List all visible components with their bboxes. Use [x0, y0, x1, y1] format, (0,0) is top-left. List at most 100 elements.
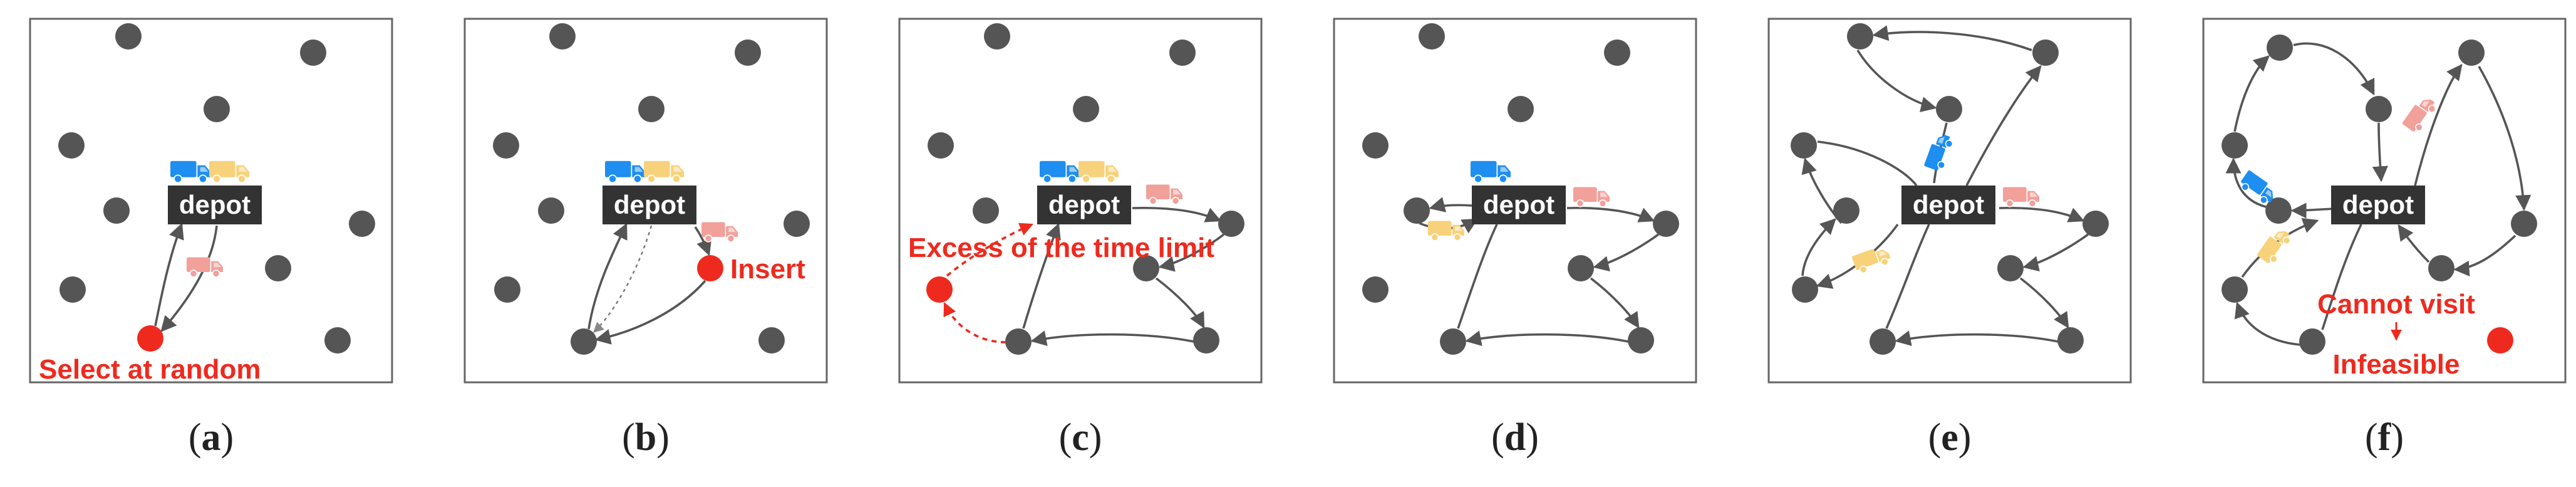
customer-node — [638, 96, 665, 122]
panel-caption: (c) — [1059, 416, 1102, 459]
depot-label-box — [1037, 186, 1131, 224]
route-edge — [1566, 206, 1655, 223]
route-edge — [1457, 224, 1498, 329]
customer-node — [538, 197, 564, 224]
panel-d: depot (d) — [1333, 18, 1697, 459]
depot-label-box — [1901, 186, 1995, 224]
depot: depot — [1037, 186, 1131, 224]
route-edge — [1817, 140, 1918, 187]
customer-nodes — [1791, 23, 2109, 355]
inserted-customer-node — [697, 255, 723, 281]
route-edge — [1465, 330, 1629, 347]
customer-node — [758, 327, 785, 353]
caption-letter: a — [202, 416, 221, 459]
customer-node — [1440, 328, 1466, 355]
panel-c: depot Excess of the time limit (c) — [898, 18, 1263, 459]
route-edge — [1590, 277, 1640, 329]
routes — [587, 223, 712, 345]
route-edge — [2019, 277, 2069, 329]
customer-node — [1653, 211, 1679, 237]
customer-node — [493, 132, 519, 159]
route-edge — [2372, 122, 2388, 182]
panel-e: depot (e) — [1767, 18, 2132, 459]
depot-label: depot — [1048, 190, 1120, 219]
customer-node — [2032, 39, 2059, 66]
depot-label: depot — [179, 190, 251, 219]
route-edge — [2321, 224, 2362, 330]
customer-node — [265, 255, 291, 281]
customer-node — [1604, 39, 1630, 66]
routes — [943, 206, 1225, 347]
customer-node — [1193, 327, 1219, 353]
customer-node — [1169, 39, 1196, 66]
depot-label: depot — [614, 190, 685, 219]
customer-node — [115, 23, 142, 50]
depot-label: depot — [2342, 190, 2414, 219]
depot: depot — [603, 186, 696, 224]
route-edge — [1158, 233, 1225, 272]
route-edge — [1155, 277, 1205, 329]
depot-label: depot — [1913, 190, 1984, 219]
infeasible-customer-node — [926, 276, 953, 303]
panel-caption: (a) — [189, 416, 234, 459]
route-edge — [1801, 218, 1836, 276]
customer-node — [494, 276, 520, 303]
panel-caption: (e) — [1928, 416, 1972, 459]
customer-node — [1628, 327, 1654, 353]
caption-letter: f — [2378, 416, 2392, 459]
customer-nodes — [2222, 34, 2537, 355]
customer-node — [1073, 96, 1099, 122]
customer-node — [2428, 255, 2454, 281]
route-edge — [2225, 157, 2267, 208]
customer-node — [59, 276, 86, 303]
depot: depot — [1901, 186, 1995, 224]
customer-node — [2265, 197, 2292, 224]
depot-label-box — [168, 186, 262, 224]
route-edge — [2293, 42, 2375, 96]
route-edge — [1593, 233, 1660, 272]
infeasible-route-edge — [946, 223, 1033, 277]
route-edge — [2414, 64, 2463, 186]
panel-b: depot Insert (b) — [463, 18, 828, 459]
depot-label-box — [1472, 186, 1566, 224]
route-edge — [1856, 50, 1937, 112]
route-edge — [2234, 301, 2300, 346]
customer-node — [204, 96, 230, 122]
customer-node — [324, 327, 351, 353]
panel-caption: (b) — [622, 416, 670, 459]
customer-node — [1404, 197, 1430, 224]
route-edge — [1872, 25, 2032, 51]
route-edge — [1885, 224, 1930, 329]
route-edge — [2478, 66, 2532, 211]
route-edge — [2453, 234, 2517, 277]
depot: depot — [2331, 186, 2425, 224]
unvisitable-customer-node — [2487, 327, 2513, 353]
customer-node — [1833, 197, 1860, 224]
customer-node — [1419, 23, 1445, 50]
customer-node — [1791, 132, 1817, 159]
depot-label: depot — [1483, 190, 1554, 219]
customer-node — [58, 132, 85, 159]
infeasible-route-edge — [943, 302, 1006, 343]
route-edge — [160, 225, 218, 332]
route-edge — [1030, 330, 1194, 347]
customer-node — [1847, 23, 1873, 50]
customer-node — [2222, 132, 2248, 159]
customer-node — [1218, 211, 1244, 237]
annotation-time-limit: Excess of the time limit — [908, 233, 1214, 263]
customer-nodes — [493, 23, 810, 355]
route-edge — [1965, 65, 2042, 186]
route-edge — [2022, 233, 2089, 272]
depot-label-box — [2331, 186, 2425, 224]
customer-node — [1362, 276, 1389, 303]
customer-node — [784, 211, 810, 237]
annotation-cannot-visit: Cannot visit — [2317, 289, 2475, 320]
customer-node — [1508, 96, 1534, 122]
annotation-insert: Insert — [730, 254, 805, 285]
customer-node — [1362, 132, 1389, 159]
customer-node — [1005, 328, 1032, 355]
customer-node — [549, 23, 576, 50]
customer-node — [1792, 276, 1818, 303]
customer-node — [2267, 34, 2293, 61]
